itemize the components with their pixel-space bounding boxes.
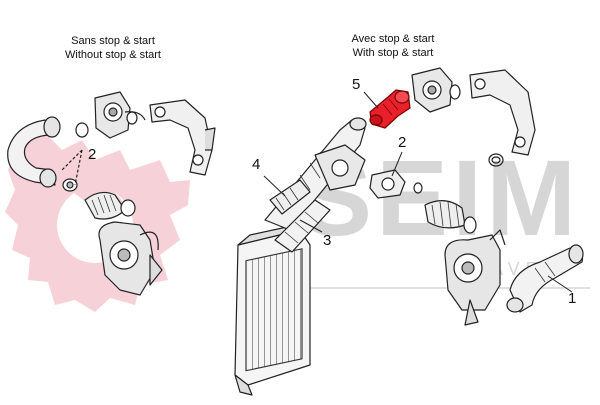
right-caption-line2: With stop & start [352,47,434,59]
callout-1: 1 [568,290,577,307]
leader-lines [263,91,573,293]
leader-left-2 [61,149,83,186]
gear-logo-icon [5,128,190,312]
o-ring-icon [488,153,504,167]
right-caption: Avec stop & start With stop & start [318,32,468,60]
callout-3: 3 [323,232,332,249]
callout-5: 5 [352,76,361,93]
left-caption: Sans stop & start Without stop & start [38,34,188,62]
intercooler-icon [234,221,311,396]
callout-right-2: 2 [398,134,407,151]
left-caption-line1: Sans stop & start [71,35,155,47]
manifold-right-icon [469,69,536,156]
hose-3-icon [274,199,331,253]
callout-left-2: 2 [88,146,97,163]
left-caption-line2: Without stop & start [65,49,161,61]
left-assembly [7,91,216,296]
callout-4: 4 [252,156,261,173]
hose-4-icon [269,179,311,215]
right-caption-line1: Avec stop & start [351,33,435,45]
right-assembly [234,67,584,396]
